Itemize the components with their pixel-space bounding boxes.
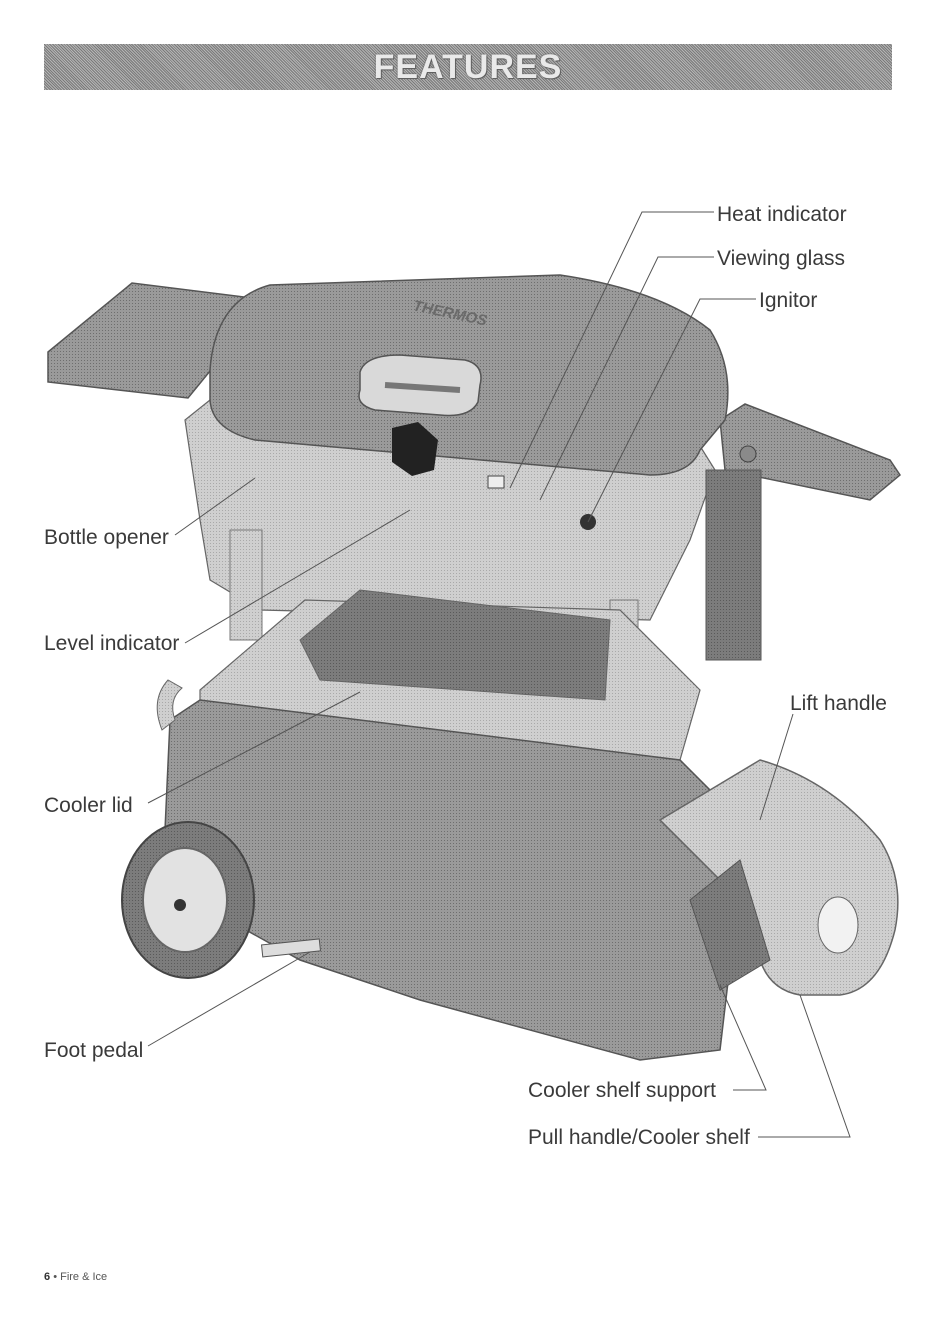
page-number: 6 [44, 1271, 50, 1283]
label-heat-indicator: Heat indicator [717, 204, 847, 225]
footer-separator: • [53, 1271, 57, 1283]
label-cooler-lid: Cooler lid [44, 795, 133, 816]
leader-pull-handle [758, 995, 850, 1137]
label-bottle-opener: Bottle opener [44, 527, 169, 548]
right-table-knob [740, 446, 756, 462]
label-cooler-shelf-support: Cooler shelf support [528, 1080, 716, 1101]
label-viewing-glass: Viewing glass [717, 248, 845, 269]
label-ignitor: Ignitor [759, 290, 817, 311]
footer-title: Fire & Ice [60, 1271, 107, 1283]
label-pull-handle-cooler-shelf: Pull handle/Cooler shelf [528, 1127, 750, 1148]
label-level-indicator: Level indicator [44, 633, 179, 654]
leader-cooler-shelf-support [720, 985, 766, 1090]
page-footer: 6 • Fire & Ice [44, 1271, 107, 1283]
viewing-glass [488, 476, 504, 488]
label-foot-pedal: Foot pedal [44, 1040, 143, 1061]
label-lift-handle: Lift handle [790, 693, 887, 714]
